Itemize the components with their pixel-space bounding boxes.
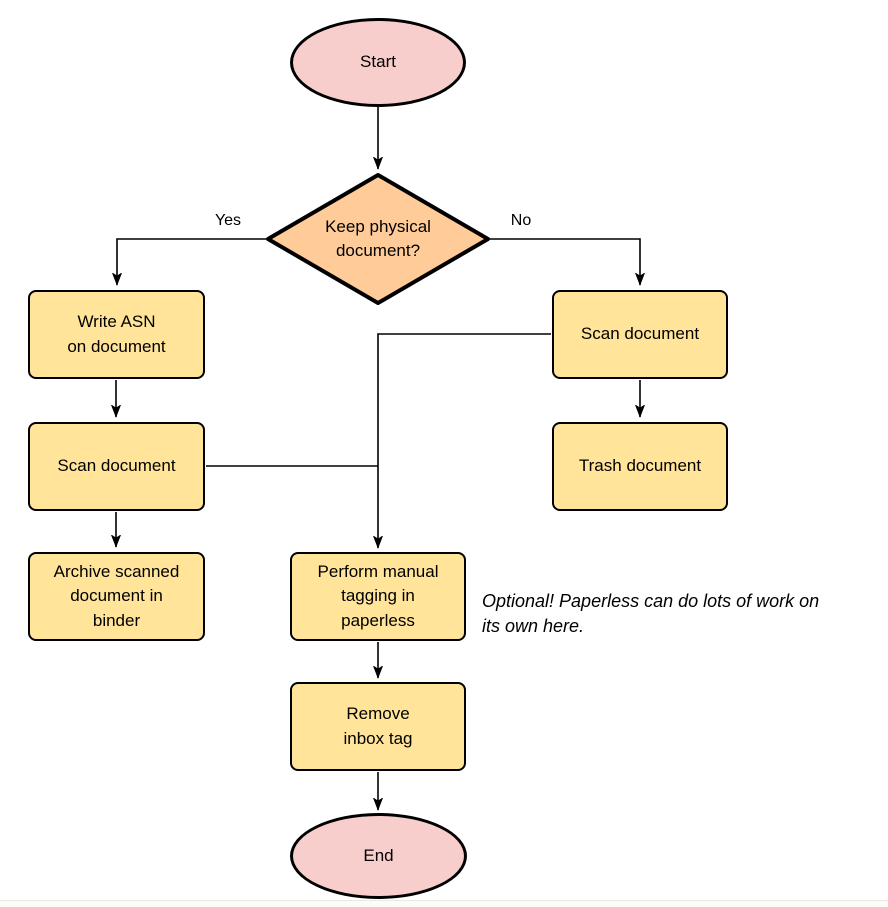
node-decision-label: Keep physical document? [325, 216, 431, 260]
node-decision: Keep physical document? [276, 187, 480, 291]
node-start: Start [290, 18, 466, 107]
node-manual-tagging-label: Perform manual tagging in paperless [317, 562, 439, 630]
edge-label-no: No [510, 212, 532, 229]
edge-decision-yes-to-write-asn [117, 238, 266, 285]
note-optional: Optional! Paperless can do lots of work … [482, 591, 820, 636]
node-trash-document: Trash document [552, 422, 728, 511]
edge-decision-no-to-scan-right [490, 238, 640, 285]
node-scan-document-right-label: Scan document [580, 324, 700, 344]
decision-diamond-shape [266, 173, 490, 305]
node-trash-document-label: Trash document [578, 456, 702, 476]
node-remove-inbox-tag: Remove inbox tag [290, 682, 466, 771]
node-write-asn: Write ASN on document [28, 290, 205, 379]
edge-scan-right-to-tagging [378, 333, 551, 548]
node-end-label: End [363, 845, 394, 865]
node-scan-document-left: Scan document [28, 422, 205, 511]
node-archive-document-label: Archive scanned document in binder [53, 562, 180, 630]
bottom-divider [0, 900, 888, 907]
node-manual-tagging: Perform manual tagging in paperless [290, 552, 466, 641]
node-write-asn-label: Write ASN on document [67, 312, 166, 356]
node-scan-document-right: Scan document [552, 290, 728, 379]
node-end: End [290, 813, 467, 899]
node-remove-inbox-tag-label: Remove inbox tag [343, 704, 413, 748]
edge-label-yes: Yes [214, 212, 242, 229]
node-start-label: Start [360, 52, 396, 72]
node-archive-document: Archive scanned document in binder [28, 552, 205, 641]
node-scan-document-left-label: Scan document [57, 456, 176, 476]
